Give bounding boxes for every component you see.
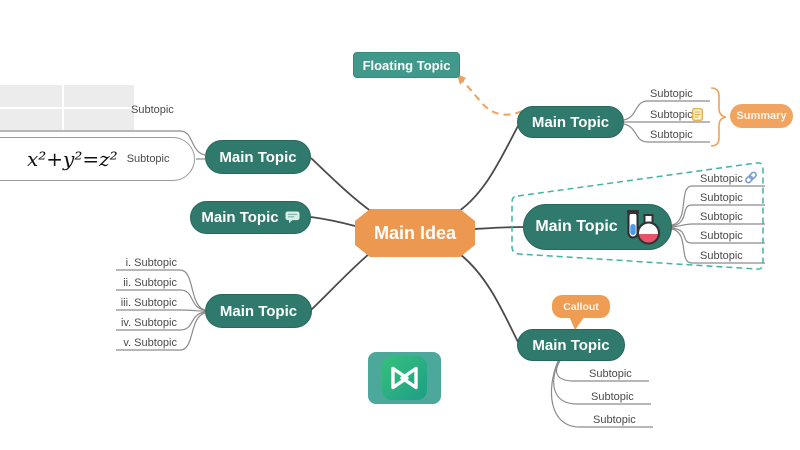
note-icon[interactable]	[692, 108, 703, 121]
main-topic-label: Main Topic	[219, 148, 297, 166]
main-topic-label: Main Topic	[201, 209, 279, 226]
branch-mid-left	[310, 216, 356, 227]
summary-label: Summary	[736, 110, 787, 122]
link-icon[interactable]	[744, 171, 758, 184]
branch-top-left	[310, 157, 373, 213]
wire-subtopic-v	[116, 312, 206, 351]
table-attachment-image[interactable]	[0, 85, 134, 130]
subtopic-label-equation: Subtopic	[126, 153, 170, 165]
subtopic-label[interactable]: Subtopic	[700, 250, 743, 262]
subtopic-label[interactable]: Subtopic	[593, 414, 636, 426]
subtopic-label[interactable]: Subtopic	[700, 192, 743, 204]
callout-label: Callout	[563, 300, 599, 313]
subtopic-label[interactable]: Subtopic	[700, 173, 743, 185]
summary-node[interactable]: Summary	[730, 104, 793, 128]
subtopic-label[interactable]: Subtopic	[591, 391, 634, 403]
subtopic-label[interactable]: v. Subtopic	[123, 337, 177, 349]
subtopic-label[interactable]: Subtopic	[650, 109, 693, 121]
callout-tail	[569, 316, 585, 330]
edrawmind-logo	[368, 352, 441, 409]
subtopic-label[interactable]: Subtopic	[700, 211, 743, 223]
relationship-arrowhead	[457, 74, 466, 85]
table-cell	[64, 108, 134, 130]
callout-bubble[interactable]: Callout	[552, 295, 610, 318]
logo-icon	[368, 352, 441, 404]
main-topic-bottom-right[interactable]: Main Topic	[517, 329, 625, 361]
subtopic-label[interactable]: Subtopic	[589, 368, 632, 380]
subtopic-label[interactable]: ii. Subtopic	[123, 277, 177, 289]
wire-subtopic-ii	[116, 289, 206, 311]
summary-brace	[710, 87, 727, 147]
main-topic-mid-left[interactable]: Main Topic	[190, 201, 311, 234]
wire-tr-sub3	[623, 123, 710, 143]
subtopic-label[interactable]: iv. Subtopic	[120, 317, 177, 329]
main-topic-top-right[interactable]: Main Topic	[517, 106, 624, 138]
wire-tr-sub1	[623, 100, 710, 121]
wire-br-sub2	[553, 360, 651, 405]
wire-subtopic-i	[116, 269, 206, 311]
wire-br-sub3	[551, 360, 653, 428]
equation-text: x²+y²=z²	[27, 147, 118, 171]
main-topic-label: Main Topic	[219, 302, 298, 320]
branch-bottom-right	[460, 254, 519, 343]
table-cell	[0, 108, 62, 130]
main-topic-label: Main Topic	[532, 336, 610, 354]
wire-mr-sub3	[671, 223, 765, 228]
wire-subtopic-iii	[116, 309, 206, 312]
comment-icon[interactable]	[285, 211, 300, 224]
main-idea-node[interactable]: Main Idea	[355, 209, 475, 257]
wire-mr-sub1	[671, 185, 765, 226]
subtopic-label[interactable]: i. Subtopic	[125, 257, 177, 269]
experiment-icon	[624, 208, 660, 246]
relationship-arrow-dashed[interactable]	[462, 80, 523, 116]
wire-subtopic-iv	[116, 311, 206, 331]
main-topic-bottom-left[interactable]: Main Topic	[205, 294, 312, 328]
table-cell	[0, 85, 62, 107]
equation-subtopic-node[interactable]: x²+y²=z² Subtopic	[0, 137, 195, 181]
branch-bottom-left	[310, 253, 370, 311]
floating-topic-label: Floating Topic	[362, 57, 451, 73]
floating-topic-node[interactable]: Floating Topic	[353, 52, 460, 78]
table-cell	[64, 85, 134, 107]
subtopic-label[interactable]: iii. Subtopic	[120, 297, 177, 309]
wire-br-sub1	[556, 360, 649, 382]
branch-mid-right	[474, 226, 524, 230]
wire-mr-sub5	[671, 228, 765, 264]
subtopic-label-table[interactable]: Subtopic	[131, 104, 174, 116]
subtopic-label[interactable]: Subtopic	[650, 88, 693, 100]
boundary-dashed[interactable]	[511, 162, 764, 270]
wire-mr-sub4	[671, 227, 765, 244]
main-topic-mid-right[interactable]: Main Topic	[523, 204, 672, 250]
main-topic-label: Main Topic	[531, 113, 610, 131]
branch-top-right	[458, 125, 519, 212]
subtopic-label[interactable]: Subtopic	[650, 129, 693, 141]
wire-subtopic-table	[0, 130, 206, 156]
subtopic-label[interactable]: Subtopic	[700, 230, 743, 242]
main-idea-label: Main Idea	[373, 222, 457, 243]
main-topic-label: Main Topic	[535, 218, 618, 235]
wire-mr-sub2	[671, 204, 765, 227]
main-topic-top-left[interactable]: Main Topic	[205, 140, 311, 174]
